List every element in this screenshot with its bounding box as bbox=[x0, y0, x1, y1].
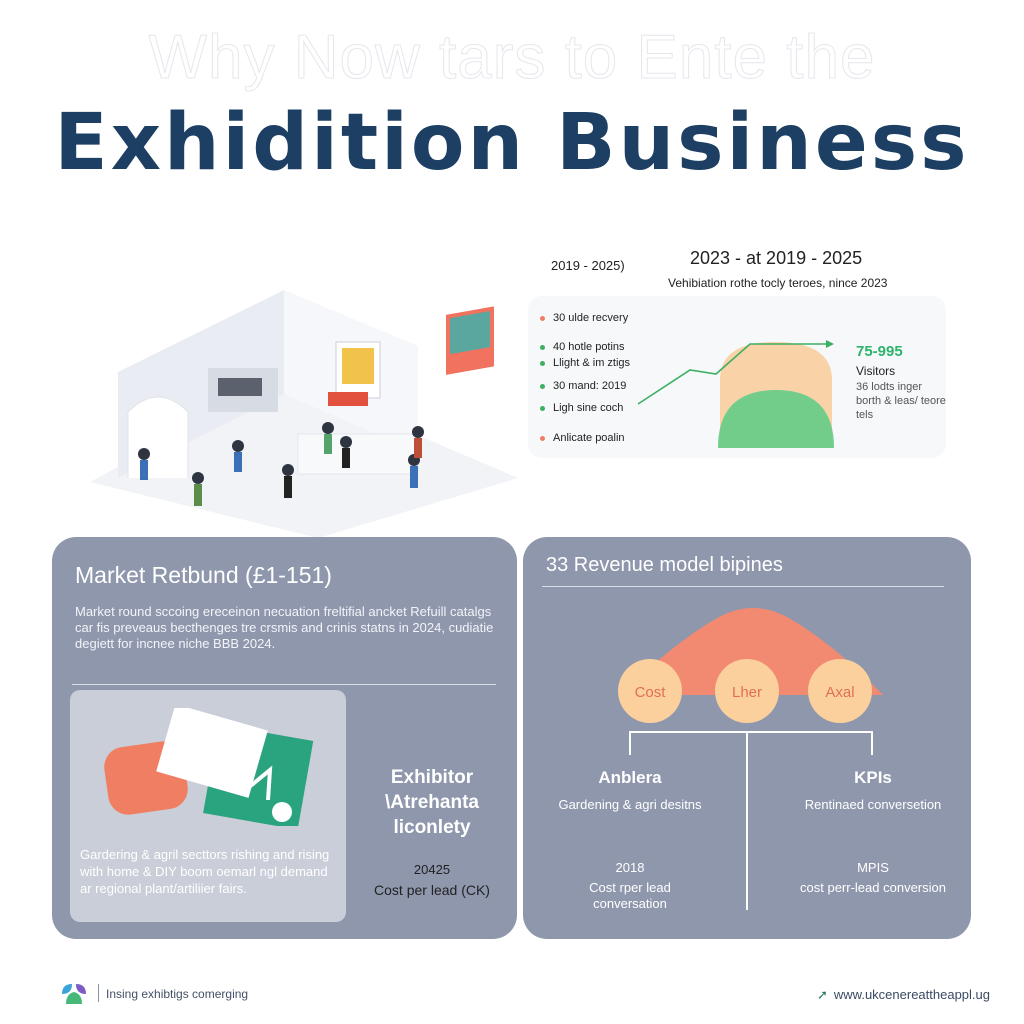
stat-bullet-text: 40 hotle potins bbox=[553, 341, 625, 353]
exhibition-booth-illustration bbox=[90, 290, 518, 538]
divider bbox=[542, 586, 944, 587]
revenue-node-label: Axal bbox=[825, 684, 854, 701]
garden-tools-illustration bbox=[104, 708, 314, 826]
market-card-body: Market round sccoing ereceinon necuation… bbox=[75, 604, 494, 651]
stat-bullet-text: 30 ulde recvery bbox=[553, 312, 629, 324]
link-arrow-icon: ➚ bbox=[816, 987, 828, 1002]
exhibitor-year: 20425 bbox=[413, 862, 451, 877]
revenue-column-metric: Cost rper lead conversation bbox=[589, 880, 671, 911]
revenue-node: Lher bbox=[715, 659, 779, 723]
visitors-note: 36 lodts inger borth & leas/ teore tels bbox=[856, 381, 946, 421]
stat-bullet: 40 hotle potins bbox=[540, 341, 625, 353]
divider bbox=[72, 684, 496, 685]
tile-caption: Gardering & agril secttors rishing and r… bbox=[80, 847, 330, 896]
revenue-node: Axal bbox=[808, 659, 872, 723]
stat-bullet: 30 mand: 2019 bbox=[540, 380, 626, 392]
visitor-growth-graphic bbox=[637, 340, 834, 448]
market-card-title: Market Retbund (£1-151) bbox=[75, 562, 332, 588]
stat-bullet-text: Llight & im ztigs bbox=[553, 357, 631, 369]
stat-bullet-text: Anlicate poalin bbox=[553, 432, 625, 444]
revenue-model-diagram: Cost Lher Axal bbox=[618, 608, 883, 770]
revenue-node-label: Cost bbox=[635, 684, 667, 701]
revenue-column-head: KPIs bbox=[854, 768, 892, 787]
brand-logo-icon bbox=[62, 984, 86, 1004]
tree-stem bbox=[746, 770, 748, 910]
revenue-column-sub: Rentinaed conversetion bbox=[804, 797, 942, 812]
revenue-node: Cost bbox=[618, 659, 682, 723]
stat-bullet: Ligh sine coch bbox=[540, 402, 623, 414]
stat-bullet: 30 ulde recvery bbox=[540, 312, 628, 324]
footer-tagline: Insing exhibtigs comerging bbox=[106, 987, 249, 1001]
stats-subtitle: Vehibiation rothe tocly teroes, nince 20… bbox=[668, 276, 888, 290]
stat-bullet: Llight & im ztigs bbox=[540, 357, 630, 369]
visitors-label: Visitors bbox=[856, 364, 896, 378]
revenue-column-head: Anblera bbox=[598, 768, 662, 787]
stat-bullet-text: Ligh sine coch bbox=[553, 402, 624, 414]
exhibitor-metric: Cost per lead (CK) bbox=[374, 882, 490, 898]
range-label-left: 2019 - 2025) bbox=[551, 258, 625, 273]
page-title: Exhidition Business bbox=[54, 98, 970, 188]
revenue-column-year: MPIS bbox=[857, 860, 889, 875]
revenue-column-year: 2018 bbox=[615, 860, 645, 875]
footer-website-text[interactable]: www.ukcenereatthеappl.ug bbox=[833, 987, 990, 1002]
revenue-node-label: Lher bbox=[732, 684, 762, 701]
stat-bullet-text: 30 mand: 2019 bbox=[553, 380, 627, 392]
revenue-card-title: 33 Revenue model bipines bbox=[546, 554, 783, 576]
footer-website-link[interactable]: ➚ www.ukcenereatthеappl.ug bbox=[817, 987, 990, 1003]
exhibitor-title: Exhibitor \Atrehanta liconlety bbox=[385, 767, 479, 838]
revenue-column-sub: Gardening & agri desitns bbox=[558, 797, 702, 812]
footer-divider bbox=[98, 984, 99, 1002]
stat-bullet: Anlicate poalin bbox=[540, 432, 625, 444]
revenue-column-metric: cost perr-lead conversion bbox=[800, 880, 946, 895]
page-kicker: Why Now tars to Ente the bbox=[148, 23, 876, 93]
range-label-right: 2023 - at 2019 - 2025 bbox=[690, 248, 863, 268]
visitors-value: 75-995 bbox=[856, 343, 903, 360]
